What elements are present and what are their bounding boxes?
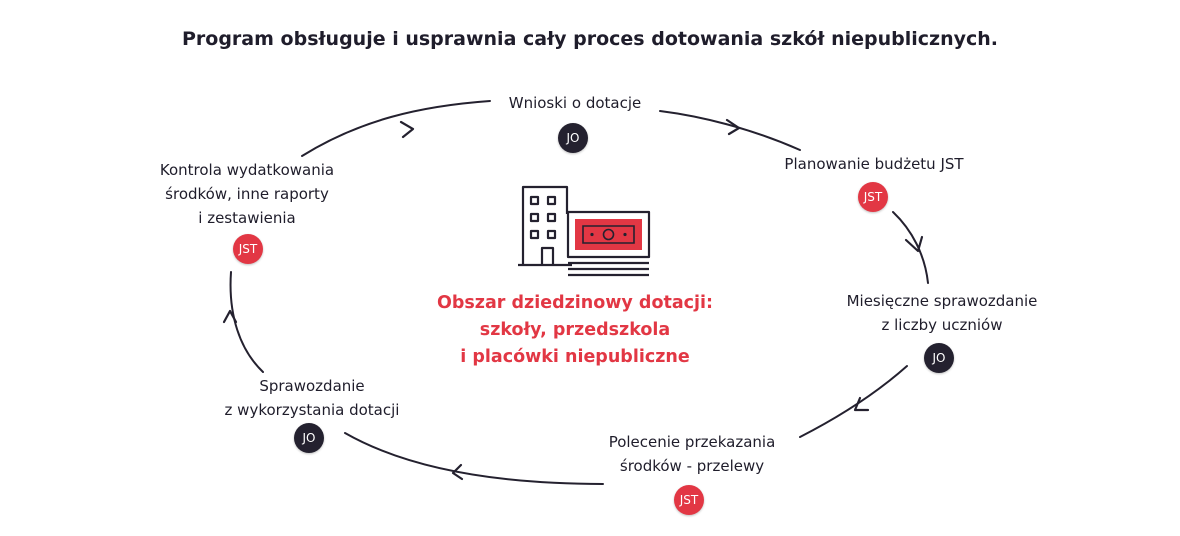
step-label: Planowanie budżetu JST [784,155,964,173]
arrowhead-3 [853,396,870,412]
step-label: Miesięczne sprawozdanie [846,292,1038,310]
arc-kontrola-to-wnioski [301,100,491,157]
badge-jst: JST [233,234,263,264]
step-label: z liczby uczniów [881,316,1003,334]
badge-jo: JO [294,423,324,453]
badge-jst: JST [858,182,888,212]
step-label: z wykorzystania dotacji [224,401,400,419]
step-label: Wnioski o dotacje [508,94,642,112]
arc-sprawozdanie-to-kontrola [229,271,264,373]
step-label: środków - przelewy [619,457,765,475]
badge-jst: JST [674,485,704,515]
school-building-and-banknotes-icon [518,185,651,277]
step-sprawozdanie-z-wykorzystania: Sprawozdanie z wykorzystania dotacji [182,374,442,422]
arrowhead-6 [399,120,415,139]
badge-jo: JO [558,123,588,153]
arrowhead-4 [451,463,464,481]
page-title: Program obsługuje i usprawnia cały proce… [181,28,999,50]
arrowhead-5 [222,309,238,324]
step-label: i zestawienia [198,209,296,227]
step-kontrola-wydatkowania: Kontrola wydatkowania środków, inne rapo… [117,158,377,230]
arc-polecenie-to-sprawozdanie [344,432,604,485]
step-polecenie-przekazania: Polecenie przekazania środków - przelewy [567,430,817,478]
arc-planowanie-to-sprawozdanie [892,211,929,284]
badge-jo: JO [924,343,954,373]
step-wnioski-o-dotacje: Wnioski o dotacje [470,91,680,115]
center-line: i placówki niepubliczne [460,347,690,367]
arc-sprawozdanie-to-polecenie [799,365,908,438]
step-miesieczne-sprawozdanie: Miesięczne sprawozdanie z liczby uczniów [812,289,1072,337]
arrowhead-1 [725,118,741,136]
step-label: Kontrola wydatkowania [159,161,335,179]
arrowhead-2 [904,235,924,253]
center-line: szkoły, przedszkola [479,320,671,340]
step-label: Sprawozdanie [259,377,365,395]
step-label: środków, inne raporty [165,185,329,203]
center-line: Obszar dziedzinowy dotacji: [436,293,714,313]
step-label: Polecenie przekazania [608,433,776,451]
center-domain-label: Obszar dziedzinowy dotacji: szkoły, prze… [400,290,750,371]
arc-wnioski-to-planowanie [659,110,801,151]
step-planowanie-budzetu: Planowanie budżetu JST [744,152,1004,176]
